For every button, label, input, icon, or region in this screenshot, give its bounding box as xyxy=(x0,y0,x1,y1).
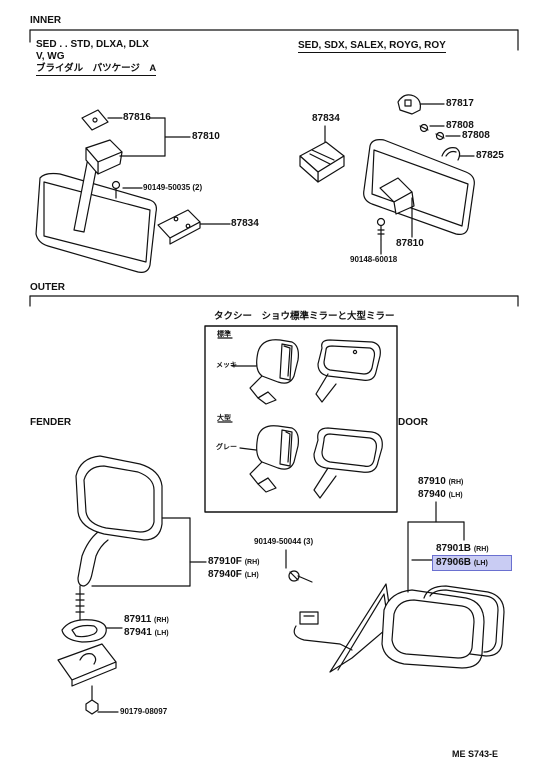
part-87816: 87816 xyxy=(123,112,151,123)
part-87810-right: 87810 xyxy=(396,238,424,249)
part-87834-left: 87834 xyxy=(231,218,259,229)
part-87940f: 87940F (LH) xyxy=(208,569,259,580)
part-87911: 87911 (RH) xyxy=(124,614,169,625)
taxi-std-label: 標準 xyxy=(217,331,231,338)
door-mirror xyxy=(288,570,505,673)
inner-right-spec: SED, SDX, SALEX, ROYG, ROY xyxy=(298,40,446,53)
taxi-mirror-box xyxy=(204,325,398,513)
taxi-large-finish: グレー xyxy=(216,444,237,451)
part-87941: 87941 (LH) xyxy=(124,627,169,638)
inner-left-spec-line3: ブライダル パツケージ A xyxy=(36,63,157,76)
part-87901b: 87901B (RH) xyxy=(436,543,489,554)
section-outer: OUTER xyxy=(30,282,65,293)
part-87906b: 87906B (LH) xyxy=(436,557,488,568)
part-87940: 87940 (LH) xyxy=(418,489,463,500)
part-87810-left: 87810 xyxy=(192,131,220,142)
part-90149-50035: 90149-50035 (2) xyxy=(143,183,203,192)
inner-mirror-left xyxy=(35,109,201,273)
inner-mirror-right xyxy=(299,94,475,241)
inner-bracket xyxy=(29,29,519,51)
part-87910f: 87910F (RH) xyxy=(208,556,260,567)
outer-bracket xyxy=(29,295,519,307)
fender-mirror xyxy=(57,455,163,715)
inner-left-spec-line2: V, WG xyxy=(36,51,65,62)
part-87834-right: 87834 xyxy=(312,113,340,124)
section-fender: FENDER xyxy=(30,417,72,428)
part-90148-60018: 90148-60018 xyxy=(350,255,398,264)
footer-code: ME S743-E xyxy=(452,749,499,759)
part-90149-50044: 90149-50044 (3) xyxy=(254,537,314,546)
part-87808-a: 87808 xyxy=(446,120,474,131)
part-90179-08097: 90179-08097 xyxy=(120,707,168,716)
part-87817: 87817 xyxy=(446,98,474,109)
highlight-87906b xyxy=(432,555,512,571)
taxi-large-label: 大型 xyxy=(217,415,231,422)
part-87910: 87910 (RH) xyxy=(418,476,464,487)
inner-left-spec-line1: SED . . STD, DLXA, DLX xyxy=(36,39,149,50)
section-door: DOOR xyxy=(398,417,428,428)
section-inner: INNER xyxy=(30,15,62,26)
taxi-std-finish: メッキ xyxy=(216,362,237,369)
part-87808-b: 87808 xyxy=(462,130,490,141)
part-87825: 87825 xyxy=(476,150,504,161)
taxi-box-title: タクシー ショウ標準ミラーと大型ミラー xyxy=(214,311,395,322)
